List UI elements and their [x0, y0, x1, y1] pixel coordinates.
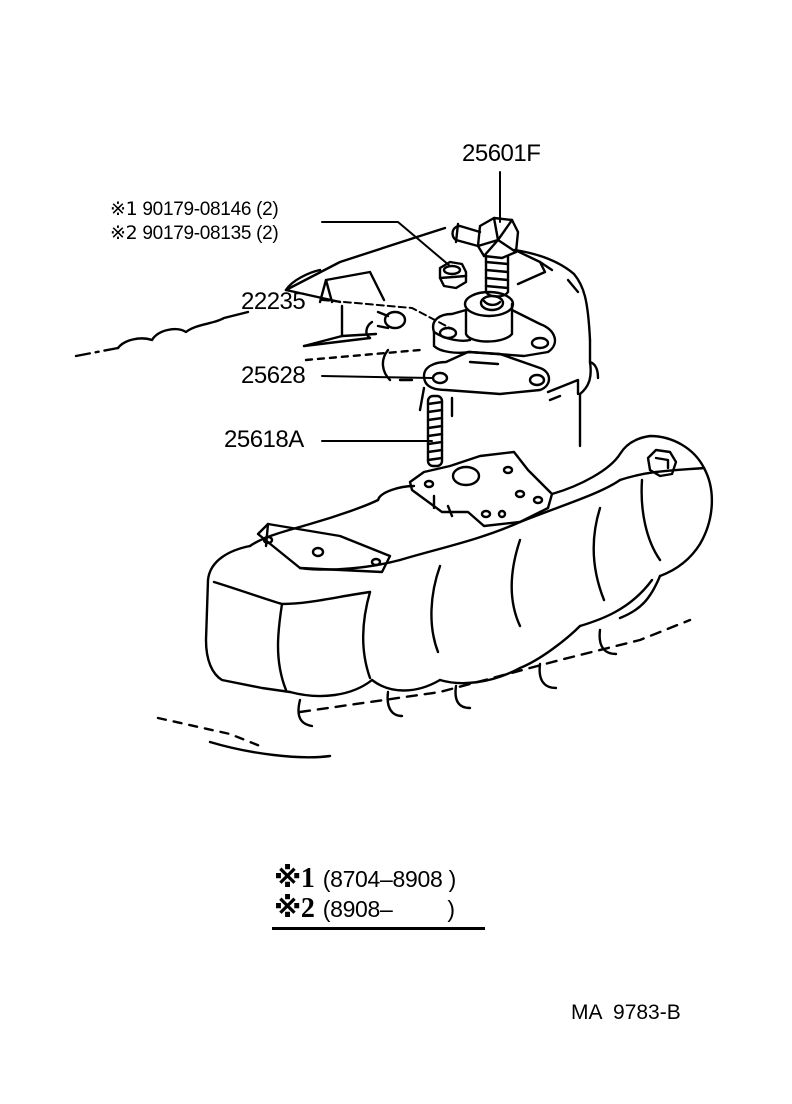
legend-2-marker: ※ — [274, 891, 301, 924]
alternate-part-2: ※2 90179-08135 (2) — [110, 222, 279, 244]
union-fitting — [451, 216, 520, 298]
part-label-25601F: 25601F — [462, 140, 541, 167]
leader-alternates — [321, 221, 451, 267]
part-label-25618A: 25618A — [224, 426, 304, 453]
alternate-1-qty: (2) — [256, 199, 279, 220]
legend-1-marker: ※ — [274, 861, 301, 894]
figure-code: MA 9783-B — [571, 1001, 681, 1024]
mounting-plate — [422, 350, 551, 396]
alternate-1-number: 90179-08146 — [142, 199, 252, 220]
alternate-1-marker: ※1 — [110, 198, 138, 220]
cylinder-head-outline — [74, 226, 600, 448]
alternate-2-marker: ※2 — [110, 222, 138, 244]
alternate-2-qty: (2) — [256, 223, 279, 244]
leader-22235 — [321, 299, 451, 329]
legend-2-index: 2 — [300, 893, 315, 924]
legend-2-range: (8908– ) — [322, 896, 455, 922]
intake-manifold — [156, 434, 714, 759]
legend-1-range: (8704–8908 ) — [322, 866, 457, 892]
legend-1-index: 1 — [300, 863, 315, 894]
part-label-22235: 22235 — [241, 288, 306, 315]
alternate-part-1: ※1 90179-08146 (2) — [110, 198, 279, 220]
stud-bolt — [426, 394, 444, 468]
legend-underline — [272, 927, 485, 930]
leader-25628 — [321, 375, 433, 379]
bracket — [431, 290, 557, 358]
leader-lines — [321, 171, 501, 442]
part-label-25628: 25628 — [241, 362, 306, 389]
alternate-2-number: 90179-08135 — [142, 223, 252, 244]
legend-row-2: ※2 (8908– ) — [274, 894, 455, 923]
hex-nut — [438, 260, 468, 290]
legend-row-1: ※1 (8704–8908 ) — [274, 864, 456, 893]
